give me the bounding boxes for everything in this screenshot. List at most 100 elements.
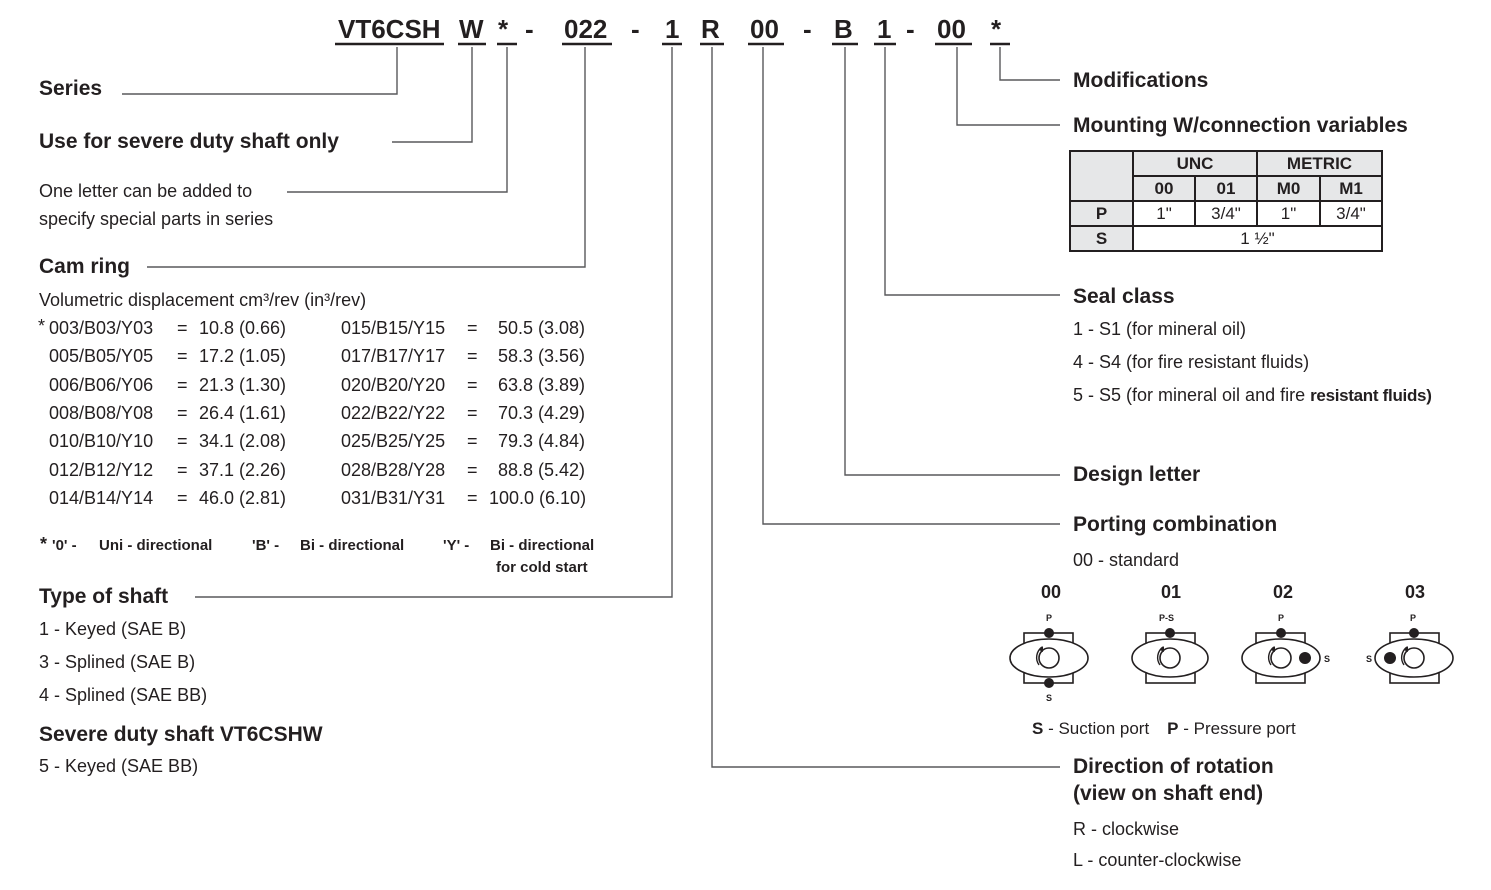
leader-porting bbox=[762, 47, 1060, 525]
seal-item: 1 - S1 (for mineral oil) bbox=[1073, 319, 1247, 339]
cam-value: 10.8 (0.66) bbox=[199, 318, 287, 338]
code-separator: - bbox=[803, 14, 812, 44]
cam-value: 21.3 (1.30) bbox=[199, 375, 287, 395]
cam-subtitle: Volumetric displacement cm³/rev (in³/rev… bbox=[39, 290, 367, 310]
seal-item-3-b: resistant fluids) bbox=[1310, 386, 1432, 405]
port-label-top: P bbox=[1410, 613, 1417, 623]
seal-title: Seal class bbox=[1073, 285, 1175, 308]
code-design: B bbox=[834, 14, 853, 44]
cam-code: 006/B06/Y06 bbox=[49, 375, 154, 395]
cam-code: 020/B20/Y20 bbox=[341, 375, 446, 395]
cam-code: 003/B03/Y03 bbox=[49, 318, 154, 338]
col-header: 00 bbox=[1132, 175, 1196, 202]
porting-diagram-label: 01 bbox=[1160, 582, 1182, 602]
code-porting: 00 bbox=[750, 14, 779, 44]
porting-diagram-02: 02 P S bbox=[1238, 582, 1330, 692]
code-seal: 1 bbox=[877, 14, 892, 44]
cam-equals: = bbox=[467, 431, 478, 451]
port-label-bottom: S bbox=[1046, 693, 1053, 703]
special-line2: specify special parts in series bbox=[39, 209, 274, 229]
cell: 1" bbox=[1256, 200, 1321, 227]
cell: 1 ½" bbox=[1132, 225, 1383, 252]
code-special: * bbox=[498, 14, 509, 44]
cam-value: 70.3 (4.29) bbox=[498, 403, 586, 423]
rotation-item: L - counter-clockwise bbox=[1073, 850, 1242, 870]
shaft-title: Type of shaft bbox=[39, 585, 169, 608]
modifications-title: Modifications bbox=[1073, 69, 1209, 92]
leader-special bbox=[287, 47, 508, 193]
cam-equals: = bbox=[177, 403, 188, 423]
footnote-val-y1: Bi - directional bbox=[490, 537, 595, 554]
leader-mounting bbox=[956, 47, 1060, 126]
code-cam: 022 bbox=[564, 14, 608, 44]
port-label-top: P bbox=[1046, 613, 1053, 623]
cam-value: 17.2 (1.05) bbox=[199, 346, 287, 366]
rotation-title-2: (view on shaft end) bbox=[1073, 782, 1264, 805]
cam-equals: = bbox=[467, 346, 478, 366]
cam-value: 79.3 (4.84) bbox=[498, 431, 586, 451]
porting-diagram-01: 01 P-S bbox=[1126, 582, 1216, 692]
cam-value: 26.4 (1.61) bbox=[199, 403, 287, 423]
code-modifications: * bbox=[991, 14, 1002, 44]
cam-equals: = bbox=[467, 488, 478, 508]
cam-code: 008/B08/Y08 bbox=[49, 403, 154, 423]
pump-body bbox=[1131, 628, 1209, 684]
leader-modifications bbox=[999, 47, 1060, 81]
legend-s: S bbox=[1032, 719, 1044, 738]
cam-code: 025/B25/Y25 bbox=[341, 431, 446, 451]
footnote-star: * bbox=[40, 534, 48, 554]
mounting-table: UNC METRIC 00 01 M0 M1 P 1" 3/4" 1" 3/4"… bbox=[1069, 150, 1383, 252]
cam-equals: = bbox=[177, 346, 188, 366]
cam-value: 46.0 (2.81) bbox=[199, 488, 287, 508]
design-title: Design letter bbox=[1073, 463, 1201, 486]
cam-equals: = bbox=[177, 375, 188, 395]
code-separator: - bbox=[906, 14, 915, 44]
cam-equals: = bbox=[467, 403, 478, 423]
cam-star: * bbox=[38, 316, 46, 336]
cam-value: 100.0 (6.10) bbox=[489, 488, 587, 508]
cam-code: 014/B14/Y14 bbox=[49, 488, 154, 508]
pump-body bbox=[1009, 628, 1089, 688]
code-series: VT6CSH bbox=[338, 14, 441, 44]
row-label-p: P bbox=[1069, 200, 1134, 227]
porting-standard: 00 - standard bbox=[1073, 550, 1180, 570]
severe-shaft-title: Severe duty shaft VT6CSHW bbox=[39, 723, 323, 746]
seal-item-3-a: 5 - S5 (for mineral oil and fire bbox=[1073, 385, 1311, 405]
special-line1: One letter can be added to bbox=[39, 181, 253, 201]
cam-equals: = bbox=[177, 431, 188, 451]
leader-rotation bbox=[711, 47, 1060, 768]
cam-value: 63.8 (3.89) bbox=[498, 375, 586, 395]
pump-body bbox=[1241, 628, 1321, 684]
cam-code: 005/B05/Y05 bbox=[49, 346, 154, 366]
leader-series bbox=[122, 47, 398, 95]
porting-legend: S - Suction port P - Pressure port bbox=[1032, 719, 1296, 739]
code-separator: - bbox=[525, 14, 534, 44]
porting-diagram-03: 03 P S bbox=[1366, 582, 1460, 692]
series-title: Series bbox=[39, 77, 103, 100]
seal-item-3: 5 - S5 (for mineral oil and fire resista… bbox=[1073, 385, 1432, 406]
leader-cam bbox=[147, 47, 586, 268]
seal-item: 4 - S4 (for fire resistant fluids) bbox=[1073, 352, 1310, 372]
leader-design bbox=[844, 47, 1060, 476]
row-label-s: S bbox=[1069, 225, 1134, 252]
cell: 1" bbox=[1132, 200, 1196, 227]
cam-value: 37.1 (2.26) bbox=[199, 460, 287, 480]
severe-shaft-item: 5 - Keyed (SAE BB) bbox=[39, 756, 199, 776]
table-corner bbox=[1069, 150, 1134, 202]
cam-value: 50.5 (3.08) bbox=[498, 318, 586, 338]
cam-equals: = bbox=[177, 318, 188, 338]
leader-seal bbox=[884, 47, 1060, 296]
footnote-val-0: Uni - directional bbox=[99, 537, 213, 554]
pump-body bbox=[1374, 628, 1454, 684]
severe-title: Use for severe duty shaft only bbox=[39, 130, 339, 153]
footnote-val-b: Bi - directional bbox=[300, 537, 405, 554]
legend-p: P bbox=[1167, 719, 1179, 738]
cam-value: 88.8 (5.42) bbox=[498, 460, 586, 480]
legend-p-text: - Pressure port bbox=[1178, 719, 1296, 738]
cam-code: 028/B28/Y28 bbox=[341, 460, 446, 480]
shaft-item: 1 - Keyed (SAE B) bbox=[39, 619, 187, 639]
legend-s-text: - Suction port bbox=[1043, 719, 1150, 738]
cam-equals: = bbox=[467, 318, 478, 338]
